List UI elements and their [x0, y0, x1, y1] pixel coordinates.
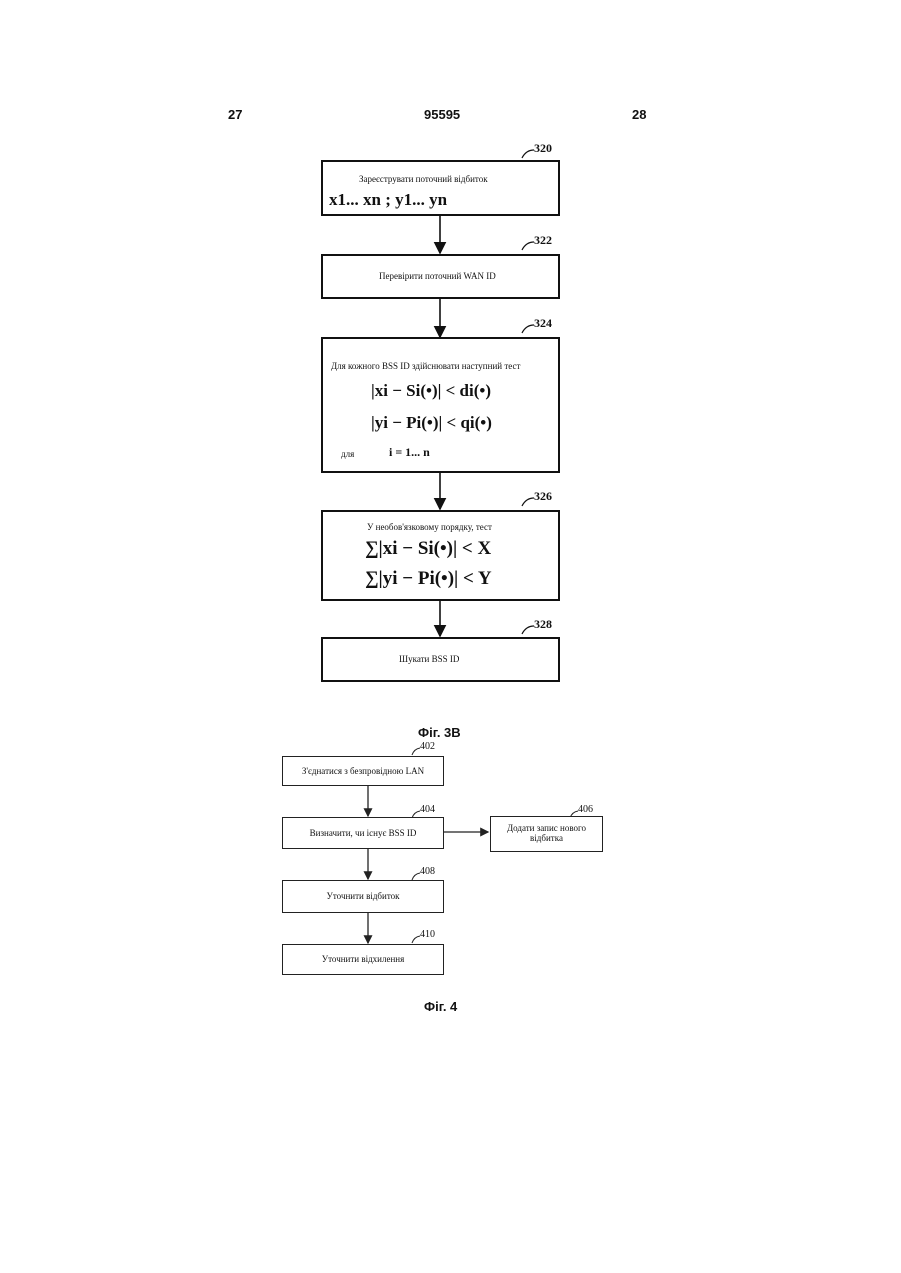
leader-328 [522, 626, 534, 634]
step-324-box: Для кожного BSS ID здійснювати наступний… [321, 337, 560, 473]
step-324-formula-2: |yi − Pi(•)| < qi(•) [371, 413, 492, 433]
step-404-box: Визначити, чи існує BSS ID [282, 817, 444, 849]
ref-324: 324 [534, 316, 552, 331]
step-320-box: Зареєструвати поточний відбиток x1... xn… [321, 160, 560, 216]
step-324-label: Для кожного BSS ID здійснювати наступний… [331, 361, 520, 371]
ref-402: 402 [420, 741, 435, 752]
step-402-label: З'єднатися з безпровідною LAN [283, 766, 443, 776]
step-324-range: i = 1... n [389, 445, 430, 460]
step-320-label: Зареєструвати поточний відбиток [359, 174, 488, 184]
step-326-box: У необов'язковому порядку, тест ∑|xi − S… [321, 510, 560, 601]
ref-406: 406 [578, 804, 593, 815]
step-406-label: Додати запис нового відбитка [503, 823, 590, 843]
step-322-box: Перевірити поточний WAN ID [321, 254, 560, 299]
step-326-formula-1: ∑|xi − Si(•)| < X [365, 538, 491, 560]
leader-408 [412, 873, 420, 880]
step-326-label: У необов'язковому порядку, тест [367, 522, 492, 532]
step-402-box: З'єднатися з безпровідною LAN [282, 756, 444, 786]
step-410-label: Уточнити відхилення [283, 954, 443, 964]
step-406-box: Додати запис нового відбитка [490, 816, 603, 852]
step-320-formula: x1... xn ; y1... yn [329, 190, 447, 210]
ref-322: 322 [534, 233, 552, 248]
step-324-formula-1: |xi − Si(•)| < di(•) [371, 381, 491, 401]
figure-4-caption: Фіг. 4 [424, 999, 457, 1014]
ref-408: 408 [420, 866, 435, 877]
ref-404: 404 [420, 804, 435, 815]
step-322-label: Перевірити поточний WAN ID [379, 271, 496, 281]
leader-402 [412, 748, 420, 755]
ref-410: 410 [420, 929, 435, 940]
ref-328: 328 [534, 617, 552, 632]
step-328-label: Шукати BSS ID [399, 654, 459, 664]
step-408-label: Уточнити відбиток [283, 891, 443, 901]
ref-326: 326 [534, 489, 552, 504]
leader-326 [522, 498, 534, 506]
step-324-range-prefix: для [341, 449, 354, 459]
step-326-formula-2: ∑|yi − Pi(•)| < Y [365, 568, 492, 590]
leader-320 [522, 150, 534, 158]
step-408-box: Уточнити відбиток [282, 880, 444, 913]
leader-322 [522, 242, 534, 250]
step-404-label: Визначити, чи існує BSS ID [283, 828, 443, 838]
leader-324 [522, 325, 534, 333]
figure-3b-caption: Фіг. 3B [418, 725, 461, 740]
ref-320: 320 [534, 141, 552, 156]
step-328-box: Шукати BSS ID [321, 637, 560, 682]
leader-410 [412, 936, 420, 943]
step-410-box: Уточнити відхилення [282, 944, 444, 975]
